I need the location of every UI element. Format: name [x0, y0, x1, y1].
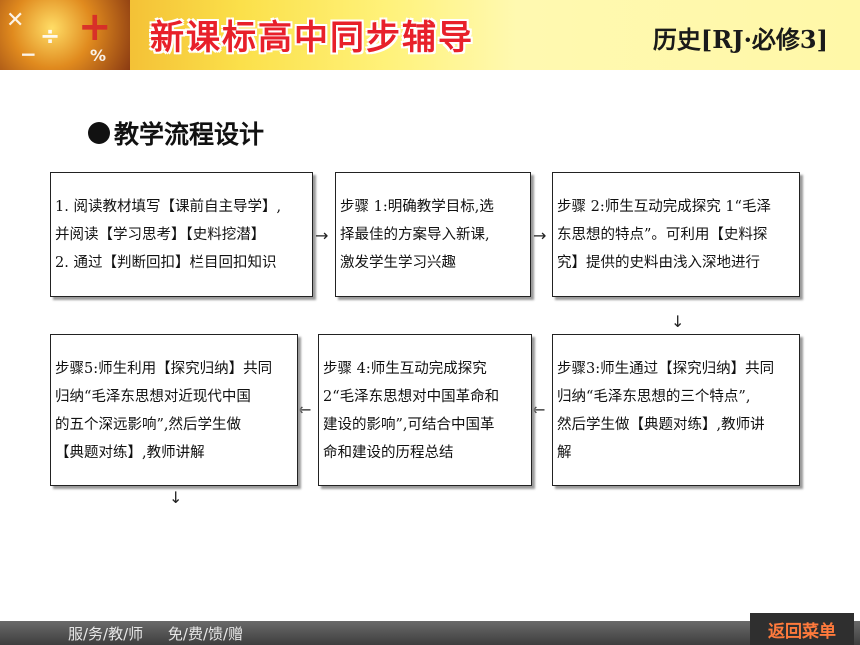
flow-box-text: 的五个深远影响”,然后学生做: [55, 417, 242, 433]
flow-box-text: 【典题对练】,教师讲解: [55, 445, 205, 461]
flow-box-text: 步骤 2:师生互动完成探究 1“毛泽: [557, 199, 771, 215]
math-symbols-decoration: ✕ + ÷ − %: [0, 0, 130, 70]
section-heading: 教学流程设计: [88, 115, 264, 151]
flow-box-text: 2. 通过【判断回扣】栏目回扣知识: [55, 255, 277, 271]
subject-label: 历史[RJ·必修3]: [652, 25, 828, 54]
divide-icon: ÷: [40, 22, 61, 50]
flow-box-text: 命和建设的历程总结: [323, 445, 454, 461]
arrow-down-icon: ↓: [671, 312, 685, 331]
header-banner: ✕ + ÷ − % 新课标高中同步辅导 历史[RJ·必修3]: [0, 0, 860, 70]
flow-box-text: 东思想的特点”。可利用【史料探: [557, 227, 768, 243]
flow-box-text: 并阅读【学习思考】【史料挖潜】: [55, 227, 266, 243]
return-menu-button[interactable]: 返回菜单: [750, 613, 854, 645]
flow-box-text: 激发学生学习兴趣: [340, 255, 456, 271]
arrow-right-icon: →: [315, 226, 329, 245]
flow-box-text: 步骤3:师生通过【探究归纳】共同: [557, 361, 775, 377]
times-icon: ✕: [6, 8, 25, 33]
arrow-down-icon: ↓: [169, 488, 183, 507]
bullet-icon: [88, 122, 110, 144]
flow-box-text: 究】提供的史料由浅入深地进行: [557, 255, 760, 271]
flow-box-3-step2: 步骤 2:师生互动完成探究 1“毛泽 东思想的特点”。可利用【史料探 究】提供的…: [552, 172, 800, 297]
footer-bar: 服/务/教/师 免/费/馈/赠: [0, 621, 860, 645]
flow-box-text: 择最佳的方案导入新课,: [340, 227, 490, 243]
arrow-right-icon: →: [533, 226, 547, 245]
plus-icon: +: [78, 4, 112, 50]
percent-icon: %: [90, 46, 107, 65]
arrow-left-icon: ←: [532, 400, 546, 419]
flow-box-text: 解: [557, 445, 572, 461]
flow-box-2-step1: 步骤 1:明确教学目标,选 择最佳的方案导入新课, 激发学生学习兴趣: [335, 172, 531, 297]
flow-box-text: 2“毛泽东思想对中国革命和: [323, 389, 500, 405]
flow-box-4-step3: 步骤3:师生通过【探究归纳】共同 归纳“毛泽东思想的三个特点”, 然后学生做【典…: [552, 334, 800, 486]
flow-box-text: 然后学生做【典题对练】,教师讲: [557, 417, 765, 433]
section-heading-text: 教学流程设计: [114, 120, 265, 149]
flow-box-text: 步骤5:师生利用【探究归纳】共同: [55, 361, 273, 377]
arrow-left-icon: ←: [298, 400, 312, 419]
footer-tagline: 服/务/教/师 免/费/馈/赠: [68, 625, 244, 643]
flow-box-text: 归纳“毛泽东思想的三个特点”,: [557, 389, 751, 405]
flow-box-6-step5: 步骤5:师生利用【探究归纳】共同 归纳“毛泽东思想对近现代中国 的五个深远影响”…: [50, 334, 298, 486]
flow-box-text: 步骤 4:师生互动完成探究: [323, 361, 487, 377]
flow-box-1-reading: 1. 阅读教材填写【课前自主导学】, 并阅读【学习思考】【史料挖潜】 2. 通过…: [50, 172, 313, 297]
flow-box-text: 归纳“毛泽东思想对近现代中国: [55, 389, 251, 405]
flow-box-5-step4: 步骤 4:师生互动完成探究 2“毛泽东思想对中国革命和 建设的影响”,可结合中国…: [318, 334, 532, 486]
series-title: 新课标高中同步辅导: [150, 18, 474, 58]
flow-box-text: 1. 阅读教材填写【课前自主导学】,: [55, 199, 282, 215]
minus-icon: −: [20, 42, 37, 66]
flow-box-text: 步骤 1:明确教学目标,选: [340, 199, 494, 215]
flow-box-text: 建设的影响”,可结合中国革: [323, 417, 495, 433]
